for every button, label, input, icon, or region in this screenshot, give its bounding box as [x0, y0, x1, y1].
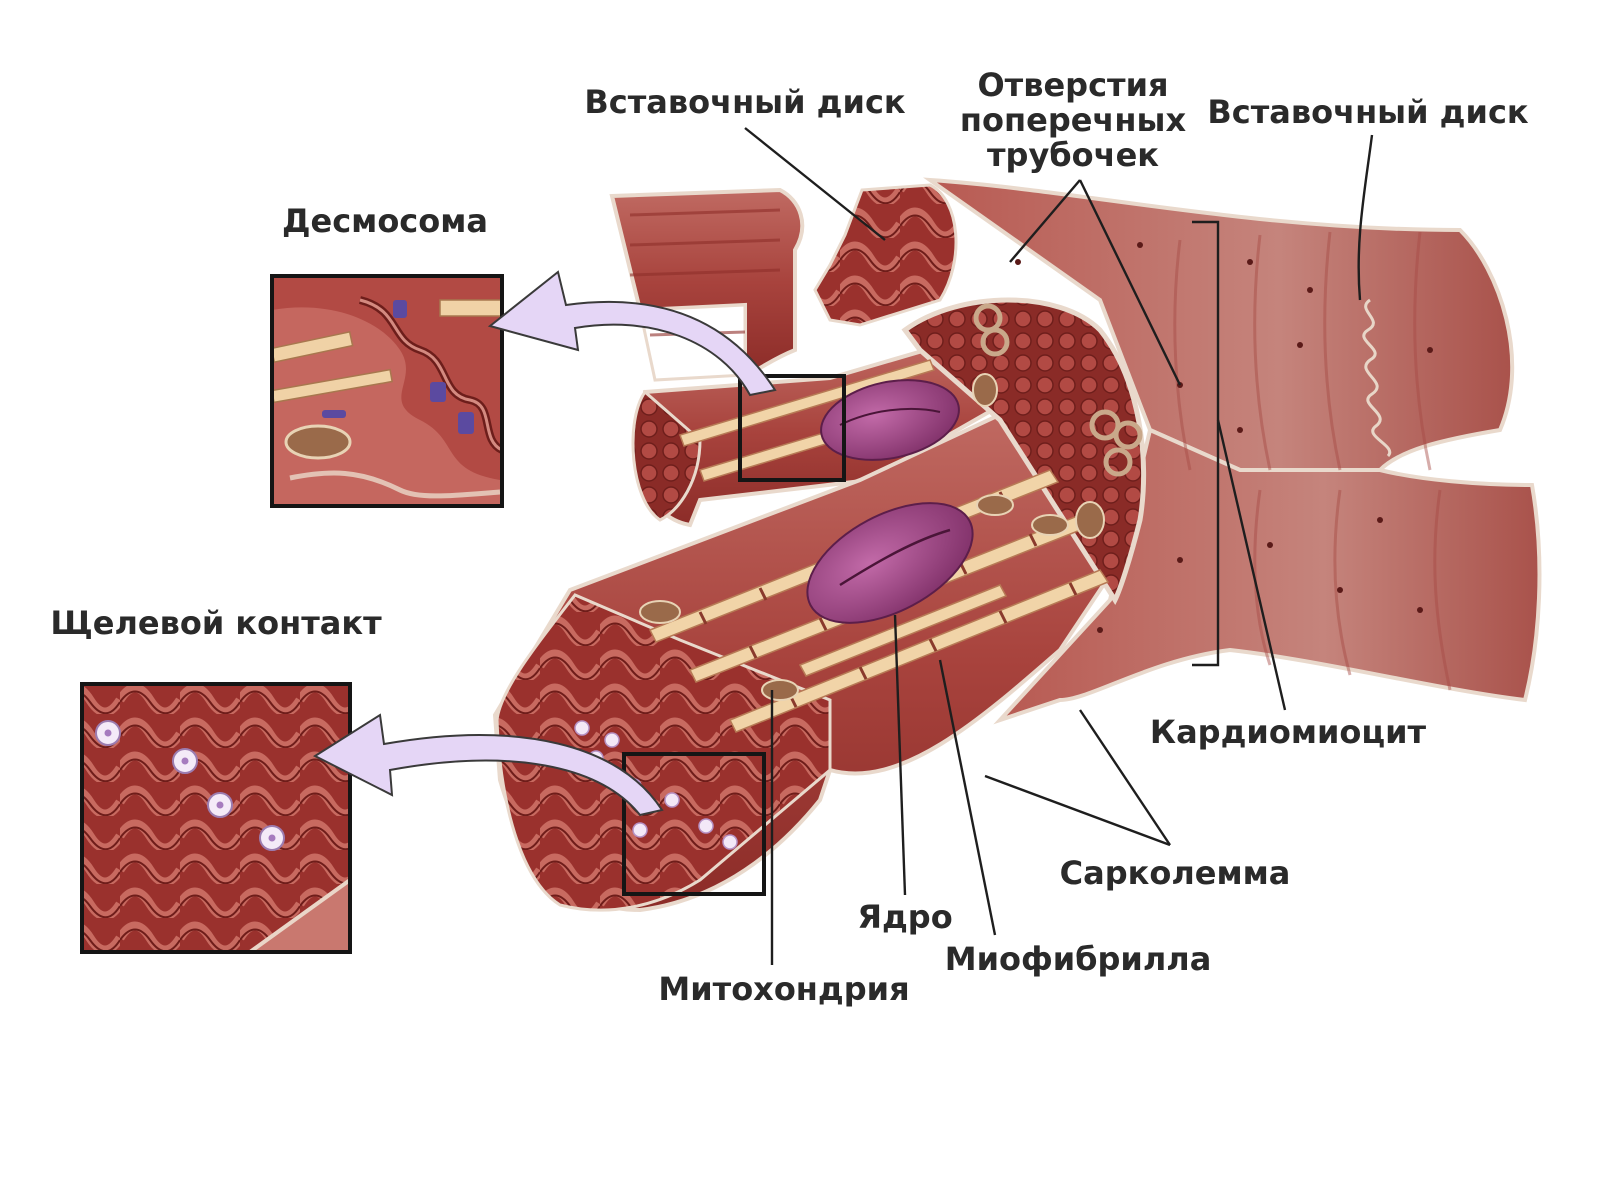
intercalated-disc-right-line: [1362, 298, 1392, 458]
label-t-tubule-line-1: Отверстия: [977, 66, 1168, 104]
gap-junction-focus-box: [622, 752, 766, 896]
mitochondrion-5: [1031, 514, 1069, 536]
leader-lines: [744, 127, 1374, 965]
label-cardiomyocyte: Кардиомиоцит: [1150, 713, 1427, 751]
label-gap-junction: Щелевой контакт: [50, 604, 382, 642]
mitochondrion-6: [972, 373, 998, 407]
central-disc-fragment: [813, 183, 958, 327]
right-fiber-striations: [1173, 231, 1452, 691]
mitochondrion-4: [1075, 501, 1105, 539]
mitochondrion-3: [976, 494, 1014, 516]
label-t-tubule-line-3: трубочек: [987, 136, 1159, 174]
t-tubule-openings: [1015, 242, 1433, 633]
label-mitochondrion: Митохондрия: [658, 970, 909, 1008]
label-t-tubule-line-2: поперечных: [960, 101, 1187, 139]
desmosome-inset-frame: [270, 274, 504, 508]
label-nucleus: Ядро: [857, 898, 952, 936]
nucleus-upper: [820, 379, 960, 461]
nuclei: [806, 379, 974, 624]
gap-junction-inset: [80, 682, 352, 954]
mitochondrion-2: [761, 679, 799, 701]
label-myofibril: Миофибрилла: [945, 940, 1212, 978]
right-fiber-upper: [923, 177, 1515, 472]
mitochondrion-1: [639, 600, 681, 624]
desmosome-focus-box: [738, 374, 846, 482]
desmosome-plaques: [322, 300, 474, 434]
labels: Вставочный диск Отверстия поперечных тру…: [50, 66, 1529, 1008]
connexon-centers: [104, 729, 276, 842]
cross-section-tubules: [973, 303, 1143, 477]
nucleus-lower: [806, 502, 974, 624]
label-desmosome: Десмосома: [282, 202, 488, 240]
gap-junction-callout-arrow: [312, 713, 664, 817]
mitochondria: [639, 373, 1105, 701]
label-sarcolemma: Сарколемма: [1060, 854, 1291, 892]
label-intercalated-disc-right: Вставочный диск: [1207, 93, 1529, 131]
middle-branch-cut: [631, 389, 702, 522]
gap-junction-inset-frame: [80, 682, 352, 954]
label-intercalated-disc-center: Вставочный диск: [584, 83, 906, 121]
desmosome-callout-arrow: [487, 270, 777, 397]
desmosome-inset: [270, 274, 504, 508]
